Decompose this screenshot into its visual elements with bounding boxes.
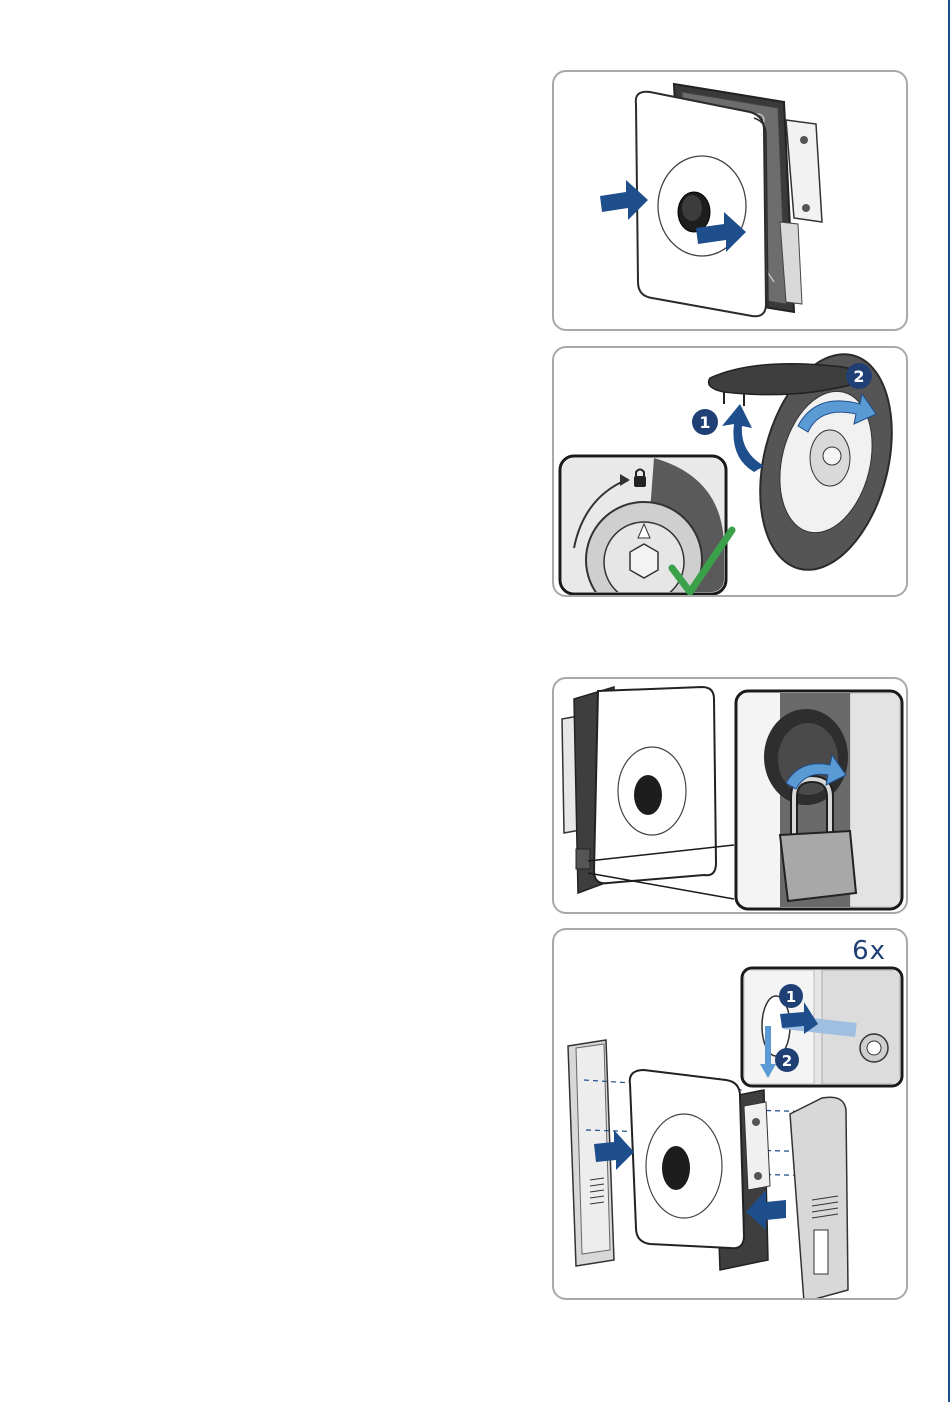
step-badge-1: 1 — [779, 984, 803, 1008]
lift-arrow-icon — [722, 404, 764, 472]
right-side-cover — [790, 1097, 848, 1300]
device-closed — [562, 687, 716, 893]
figure-1-insert-cover — [552, 70, 908, 331]
figure-3-illustration — [554, 679, 908, 914]
svg-text:1: 1 — [699, 413, 710, 432]
step-badge-2: 2 — [846, 363, 872, 389]
figure-2-illustration: 1 2 — [554, 348, 908, 597]
screw-icon — [860, 1034, 888, 1062]
figure-4-illustration: 1 2 — [554, 930, 908, 1300]
screw-detail-inset: 1 2 — [742, 968, 902, 1086]
svg-text:2: 2 — [853, 367, 864, 386]
front-cover — [636, 92, 768, 317]
figure-2-turn-lock: 1 2 — [552, 346, 908, 597]
padlock-body-icon — [780, 831, 856, 901]
device-body — [630, 1070, 770, 1270]
step-badge-2: 2 — [775, 1048, 799, 1072]
figure-1-illustration — [554, 72, 908, 331]
lock-detail-inset — [560, 456, 732, 597]
figure-3-padlock — [552, 677, 908, 914]
figure-4-side-covers: 6x 1 — [552, 928, 908, 1300]
padlock-detail-inset — [736, 691, 902, 909]
step-badge-1: 1 — [692, 409, 718, 435]
svg-text:1: 1 — [786, 988, 796, 1006]
svg-text:2: 2 — [782, 1052, 792, 1070]
